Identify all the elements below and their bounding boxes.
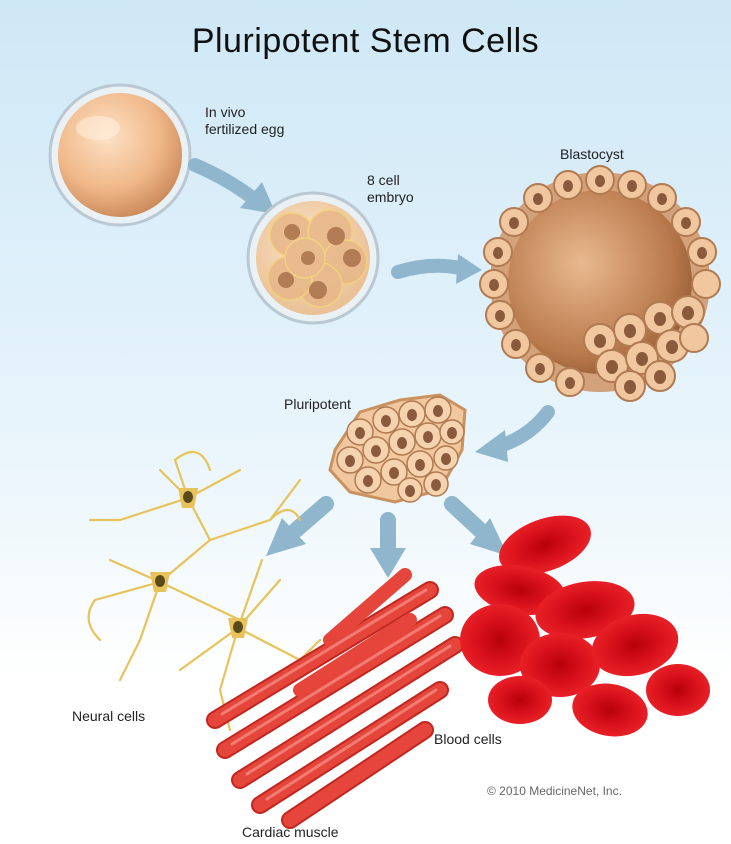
label-fertilized-egg: In vivo fertilized egg	[205, 104, 284, 138]
arrow-to-cardiac	[370, 520, 406, 578]
eight-cell-embryo	[248, 193, 378, 323]
neuron-bodies	[150, 488, 248, 638]
page-title: Pluripotent Stem Cells	[0, 22, 731, 61]
label-neural-cells: Neural cells	[72, 708, 145, 725]
label-line: embryo	[367, 189, 414, 206]
blastocyst	[480, 166, 720, 401]
label-embryo: 8 cell embryo	[367, 172, 414, 206]
label-pluripotent: Pluripotent	[284, 396, 351, 413]
label-blastocyst: Blastocyst	[560, 146, 624, 163]
label-line: In vivo	[205, 104, 284, 121]
fertilized-egg	[50, 85, 190, 225]
arrow-to-blood	[452, 504, 508, 556]
arrow-embryo-to-blastocyst	[398, 254, 482, 284]
copyright-notice: © 2010 MedicineNet, Inc.	[487, 784, 622, 798]
neural-cells	[89, 452, 320, 730]
arrow-egg-to-embryo	[195, 165, 276, 214]
arrow-blastocyst-to-pluripotent	[475, 412, 548, 462]
label-blood-cells: Blood cells	[434, 731, 502, 748]
label-line: fertilized egg	[205, 121, 284, 138]
label-cardiac-muscle: Cardiac muscle	[242, 824, 338, 841]
label-line: 8 cell	[367, 172, 414, 189]
